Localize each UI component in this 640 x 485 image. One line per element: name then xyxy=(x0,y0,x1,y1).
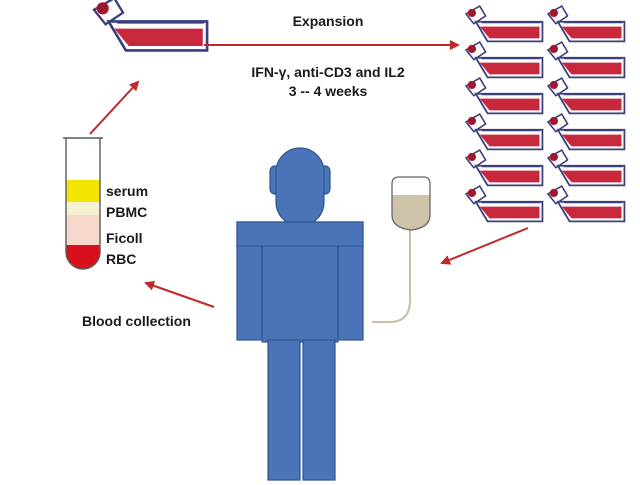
blood-tube xyxy=(63,137,103,270)
tube-rbc-layer xyxy=(66,245,100,269)
label-duration: 3 -- 4 weeks xyxy=(289,83,368,99)
patient-leg-right xyxy=(302,339,336,481)
iv-bag-outline xyxy=(391,176,431,231)
culture-flask xyxy=(547,185,626,223)
iv-bag-fluid xyxy=(392,195,430,230)
culture-flask xyxy=(547,41,626,79)
culture-flask xyxy=(547,77,626,115)
arrow-to-blood-tube xyxy=(144,280,215,308)
tube-label-serum: serum xyxy=(106,183,148,199)
arrow-culture-to-infusion xyxy=(440,227,529,265)
label-expansion: Expansion xyxy=(293,13,364,29)
culture-flask xyxy=(547,113,626,151)
tube-label-ficoll: Ficoll xyxy=(106,230,143,246)
culture-flasks-grid xyxy=(465,5,626,223)
expansion-flask xyxy=(92,0,209,52)
tube-pbmc-layer xyxy=(66,202,100,215)
culture-flask xyxy=(465,185,544,223)
culture-flask xyxy=(465,77,544,115)
culture-flask xyxy=(465,113,544,151)
tube-label-rbc: RBC xyxy=(106,251,136,267)
tube-ficoll-layer xyxy=(66,215,100,245)
patient-figure xyxy=(236,147,364,481)
arrows xyxy=(89,40,529,308)
iv-line xyxy=(372,228,411,323)
patient-leg-left xyxy=(267,339,301,481)
tube-serum-layer xyxy=(66,180,100,202)
label-conditions: IFN-γ, anti-CD3 and IL2 xyxy=(251,64,404,80)
arrow-tube-to-flask xyxy=(89,80,140,135)
tube-outline xyxy=(65,138,101,270)
label-blood-collection: Blood collection xyxy=(82,313,191,329)
culture-flask xyxy=(547,5,626,43)
tube-label-pbmc: PBMC xyxy=(106,204,147,220)
infusion-bag xyxy=(372,176,431,323)
patient-head xyxy=(275,147,325,227)
culture-flask xyxy=(547,149,626,187)
culture-flask xyxy=(465,5,544,43)
patient-shoulders xyxy=(236,221,364,247)
culture-flask xyxy=(465,149,544,187)
culture-flask xyxy=(465,41,544,79)
